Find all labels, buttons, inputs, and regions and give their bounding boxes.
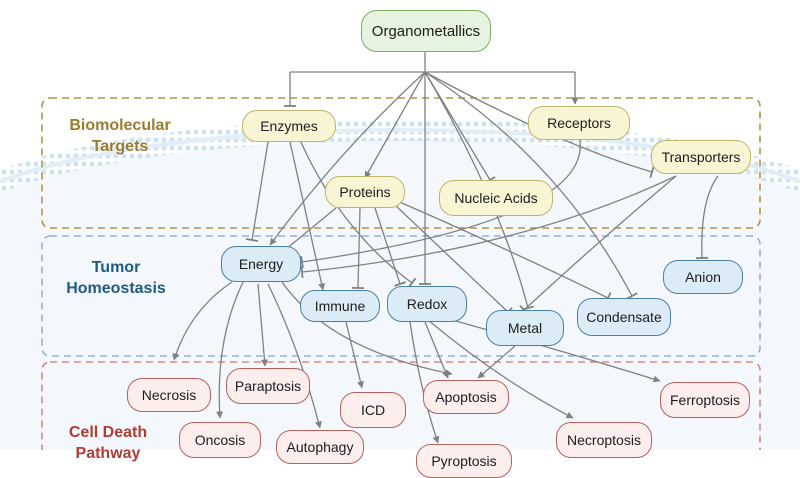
node-proteins: Proteins bbox=[325, 176, 405, 208]
node-ferroptosis: Ferroptosis bbox=[660, 382, 750, 418]
edge-energy-apoptosis bbox=[281, 281, 453, 377]
node-transporters: Transporters bbox=[651, 140, 751, 174]
edge-transporters-energy bbox=[300, 175, 677, 279]
node-necroptosis: Necroptosis bbox=[556, 422, 652, 458]
node-redox: Redox bbox=[387, 286, 467, 322]
edge-root-energy bbox=[269, 71, 426, 246]
edge-enzymes-immune bbox=[289, 141, 326, 291]
group-label-death-line2: Pathway bbox=[75, 445, 141, 462]
group-label-homeostasis-line1: Tumor bbox=[91, 259, 141, 276]
node-immune: Immune bbox=[300, 290, 380, 322]
group-box-targets bbox=[41, 97, 761, 229]
node-nucleic-acids: Nucleic Acids bbox=[439, 180, 553, 216]
edge-transporters-anion bbox=[695, 175, 719, 260]
edge-redox-apoptosis bbox=[424, 321, 449, 379]
node-pyroptosis: Pyroptosis bbox=[416, 444, 512, 478]
edge-energy-necrosis bbox=[172, 281, 233, 361]
edge-enzymes-energy bbox=[245, 141, 269, 242]
node-icd: ICD bbox=[340, 392, 406, 428]
group-label-targets: Biomolecular Targets bbox=[55, 115, 185, 157]
group-label-death: Cell Death Pathway bbox=[52, 422, 164, 464]
edge-redox-ferroptosis bbox=[437, 315, 661, 383]
edge-energy-paraptosis bbox=[257, 283, 268, 367]
group-label-homeostasis-line2: Homeostasis bbox=[66, 280, 166, 297]
group-box-homeostasis bbox=[41, 235, 761, 357]
node-anion: Anion bbox=[663, 260, 743, 294]
edge-proteins-condensate bbox=[394, 199, 612, 304]
node-metal: Metal bbox=[486, 310, 564, 346]
edge-metal-apoptosis bbox=[477, 345, 516, 379]
node-organometallics: Organometallics bbox=[361, 10, 491, 52]
edge-transporters-metal bbox=[519, 175, 677, 316]
group-label-homeostasis: Tumor Homeostasis bbox=[50, 257, 182, 299]
edge-proteins-immune bbox=[351, 207, 365, 290]
edges bbox=[172, 52, 719, 444]
node-receptors: Receptors bbox=[528, 106, 630, 140]
node-paraptosis: Paraptosis bbox=[226, 368, 310, 404]
node-oncosis: Oncosis bbox=[179, 422, 261, 458]
node-energy: Energy bbox=[221, 246, 301, 282]
node-apoptosis: Apoptosis bbox=[423, 380, 509, 414]
edge-redox-necroptosis bbox=[427, 319, 574, 419]
edge-energy-oncosis bbox=[216, 281, 244, 419]
node-condensate: Condensate bbox=[577, 298, 671, 336]
group-box-death bbox=[41, 361, 761, 450]
edge-root-proteins bbox=[364, 71, 426, 179]
edge-root-condensate bbox=[424, 71, 638, 300]
edge-energy-autophagy bbox=[267, 283, 322, 429]
group-label-targets-line1: Biomolecular bbox=[69, 117, 171, 134]
node-necrosis: Necrosis bbox=[127, 378, 211, 412]
group-label-death-line1: Cell Death bbox=[68, 424, 148, 441]
edge-immune-icd bbox=[345, 321, 364, 389]
group-label-targets-line2: Targets bbox=[91, 138, 149, 155]
edge-redox-pyroptosis bbox=[409, 321, 440, 444]
edge-proteins-redox bbox=[374, 207, 406, 287]
node-autophagy: Autophagy bbox=[276, 430, 364, 464]
edge-proteins-metal bbox=[394, 204, 513, 317]
node-enzymes: Enzymes bbox=[242, 110, 336, 142]
